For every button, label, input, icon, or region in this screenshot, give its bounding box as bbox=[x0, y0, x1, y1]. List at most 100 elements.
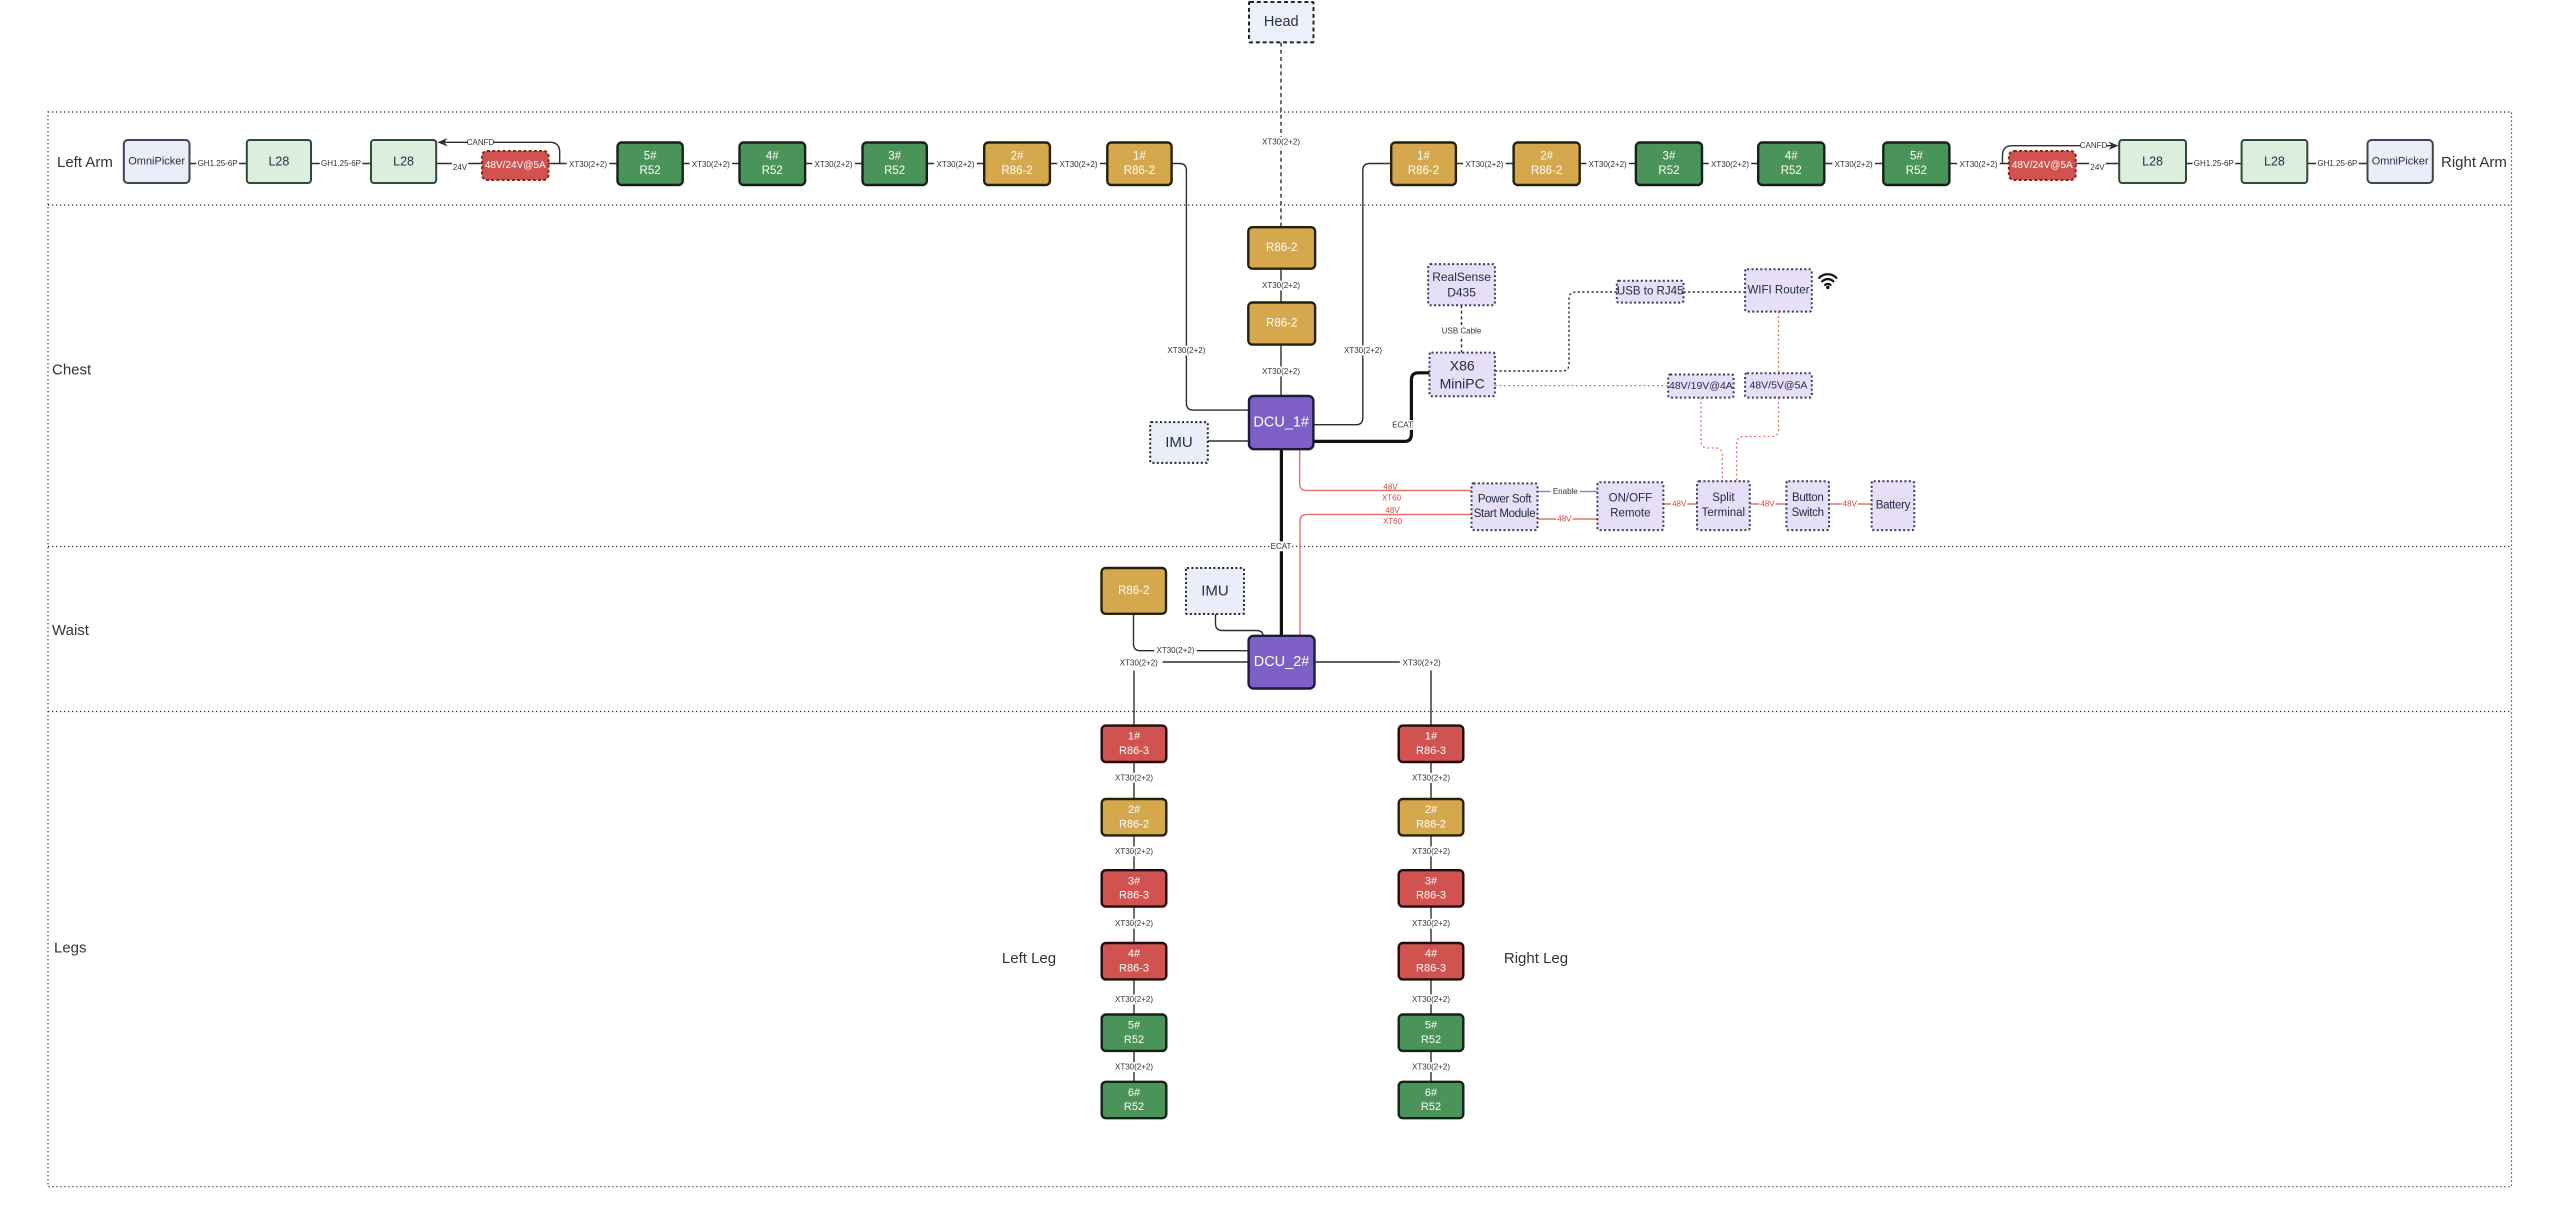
svg-text:Battery: Battery bbox=[1876, 500, 1911, 512]
svg-text:Split: Split bbox=[1712, 492, 1735, 504]
svg-text:XT30(2+2): XT30(2+2) bbox=[1262, 367, 1300, 376]
svg-text:XT30(2+2): XT30(2+2) bbox=[814, 160, 852, 169]
svg-text:XT30(2+2): XT30(2+2) bbox=[1412, 919, 1450, 928]
svg-text:2#: 2# bbox=[1011, 150, 1024, 162]
svg-text:Enable: Enable bbox=[1553, 487, 1578, 496]
svg-text:L28: L28 bbox=[2142, 155, 2163, 169]
svg-text:1#: 1# bbox=[1417, 150, 1430, 162]
svg-text:D435: D435 bbox=[1447, 285, 1476, 299]
svg-text:OmniPicker: OmniPicker bbox=[128, 156, 185, 168]
svg-text:Remote: Remote bbox=[1610, 508, 1650, 520]
svg-text:WIFI Router: WIFI Router bbox=[1747, 284, 1809, 296]
svg-text:2#: 2# bbox=[1128, 804, 1141, 816]
svg-text:CANFD: CANFD bbox=[2080, 141, 2108, 150]
svg-text:XT30(2+2): XT30(2+2) bbox=[692, 160, 730, 169]
svg-text:6#: 6# bbox=[1128, 1087, 1141, 1099]
svg-text:XT30(2+2): XT30(2+2) bbox=[1167, 346, 1205, 355]
svg-text:ECAT: ECAT bbox=[1392, 421, 1413, 430]
svg-text:XT30(2+2): XT30(2+2) bbox=[1711, 160, 1749, 169]
svg-text:R86-2: R86-2 bbox=[1408, 165, 1439, 177]
svg-text:48V: 48V bbox=[1557, 515, 1572, 524]
svg-text:R86-2: R86-2 bbox=[1531, 165, 1562, 177]
svg-text:48V: 48V bbox=[1383, 483, 1398, 492]
svg-text:2#: 2# bbox=[1425, 804, 1438, 816]
svg-text:R86-3: R86-3 bbox=[1119, 962, 1149, 974]
svg-text:Right Arm: Right Arm bbox=[2441, 154, 2507, 171]
svg-text:3#: 3# bbox=[1663, 150, 1676, 162]
svg-text:24V: 24V bbox=[453, 163, 468, 172]
svg-text:R52: R52 bbox=[1781, 165, 1802, 177]
svg-text:R52: R52 bbox=[1906, 165, 1927, 177]
svg-text:IMU: IMU bbox=[1201, 583, 1229, 600]
svg-text:Waist: Waist bbox=[52, 622, 90, 639]
svg-text:R86-3: R86-3 bbox=[1416, 890, 1446, 902]
svg-text:4#: 4# bbox=[1128, 948, 1141, 960]
svg-text:R52: R52 bbox=[884, 165, 905, 177]
svg-text:XT30(2+2): XT30(2+2) bbox=[1115, 919, 1153, 928]
svg-text:5#: 5# bbox=[1425, 1020, 1438, 1032]
svg-text:4#: 4# bbox=[1785, 150, 1798, 162]
svg-text:XT30(2+2): XT30(2+2) bbox=[1403, 658, 1441, 667]
svg-text:24V: 24V bbox=[2090, 163, 2105, 172]
svg-text:XT30(2+2): XT30(2+2) bbox=[569, 160, 607, 169]
svg-text:Button: Button bbox=[1792, 492, 1823, 504]
svg-text:R86-2: R86-2 bbox=[1119, 818, 1149, 830]
svg-text:XT30(2+2): XT30(2+2) bbox=[1835, 160, 1873, 169]
svg-text:1#: 1# bbox=[1128, 731, 1141, 743]
svg-text:3#: 3# bbox=[888, 150, 901, 162]
svg-text:R52: R52 bbox=[762, 165, 783, 177]
svg-text:ON/OFF: ON/OFF bbox=[1609, 493, 1652, 505]
svg-text:XT30(2+2): XT30(2+2) bbox=[1959, 160, 1997, 169]
svg-text:R86-2: R86-2 bbox=[1266, 318, 1297, 330]
svg-text:XT30(2+2): XT30(2+2) bbox=[1412, 773, 1450, 782]
svg-text:XT30(2+2): XT30(2+2) bbox=[1156, 646, 1194, 655]
svg-text:R86-2: R86-2 bbox=[1001, 165, 1032, 177]
svg-text:2#: 2# bbox=[1540, 150, 1553, 162]
svg-text:GH1.25-6P: GH1.25-6P bbox=[321, 159, 361, 168]
svg-text:CANFD: CANFD bbox=[467, 138, 495, 147]
svg-text:GH1.25-6P: GH1.25-6P bbox=[2194, 159, 2234, 168]
svg-text:R86-2: R86-2 bbox=[1416, 818, 1446, 830]
svg-text:RealSense: RealSense bbox=[1432, 270, 1491, 284]
svg-text:R52: R52 bbox=[1421, 1034, 1441, 1046]
svg-text:48V/24V@5A: 48V/24V@5A bbox=[485, 160, 546, 171]
svg-text:4#: 4# bbox=[766, 150, 779, 162]
svg-text:5#: 5# bbox=[644, 150, 657, 162]
svg-text:5#: 5# bbox=[1910, 150, 1923, 162]
svg-text:Left Arm: Left Arm bbox=[57, 154, 113, 171]
svg-text:1#: 1# bbox=[1133, 150, 1146, 162]
svg-text:XT30(2+2): XT30(2+2) bbox=[1115, 847, 1153, 856]
svg-text:XT30(2+2): XT30(2+2) bbox=[1120, 658, 1158, 667]
svg-text:5#: 5# bbox=[1128, 1020, 1141, 1032]
svg-text:XT30(2+2): XT30(2+2) bbox=[936, 160, 974, 169]
svg-text:6#: 6# bbox=[1425, 1087, 1438, 1099]
svg-text:4#: 4# bbox=[1425, 948, 1438, 960]
svg-text:R52: R52 bbox=[1658, 165, 1679, 177]
svg-text:48V: 48V bbox=[1760, 500, 1775, 509]
svg-text:48V: 48V bbox=[1843, 500, 1858, 509]
svg-text:Left Leg: Left Leg bbox=[1002, 950, 1056, 967]
svg-text:XT30(2+2): XT30(2+2) bbox=[1262, 281, 1300, 290]
svg-text:3#: 3# bbox=[1128, 875, 1141, 887]
svg-text:48V: 48V bbox=[1672, 500, 1687, 509]
svg-text:XT30(2+2): XT30(2+2) bbox=[1412, 995, 1450, 1004]
svg-text:USB Cable: USB Cable bbox=[1442, 327, 1482, 336]
svg-text:R86-3: R86-3 bbox=[1119, 745, 1149, 757]
svg-text:3#: 3# bbox=[1425, 875, 1438, 887]
svg-text:XT30(2+2): XT30(2+2) bbox=[1115, 1063, 1153, 1072]
svg-text:R86-3: R86-3 bbox=[1119, 890, 1149, 902]
svg-text:48V/5V@5A: 48V/5V@5A bbox=[1749, 379, 1807, 391]
svg-text:XT30(2+2): XT30(2+2) bbox=[1059, 160, 1097, 169]
svg-text:ECAT: ECAT bbox=[1271, 542, 1292, 551]
svg-text:X86: X86 bbox=[1450, 357, 1475, 373]
svg-text:R86-3: R86-3 bbox=[1416, 745, 1446, 757]
svg-text:48V/24V@5A: 48V/24V@5A bbox=[2012, 160, 2073, 171]
svg-text:Head: Head bbox=[1264, 14, 1299, 30]
svg-text:R86-2: R86-2 bbox=[1266, 242, 1297, 254]
svg-text:USB to RJ45: USB to RJ45 bbox=[1617, 286, 1683, 298]
svg-text:L28: L28 bbox=[2264, 155, 2285, 169]
svg-text:R52: R52 bbox=[640, 165, 661, 177]
svg-text:DCU_2#: DCU_2# bbox=[1254, 654, 1310, 670]
svg-text:Start Module: Start Module bbox=[1474, 508, 1536, 520]
svg-text:XT30(2+2): XT30(2+2) bbox=[1115, 995, 1153, 1004]
